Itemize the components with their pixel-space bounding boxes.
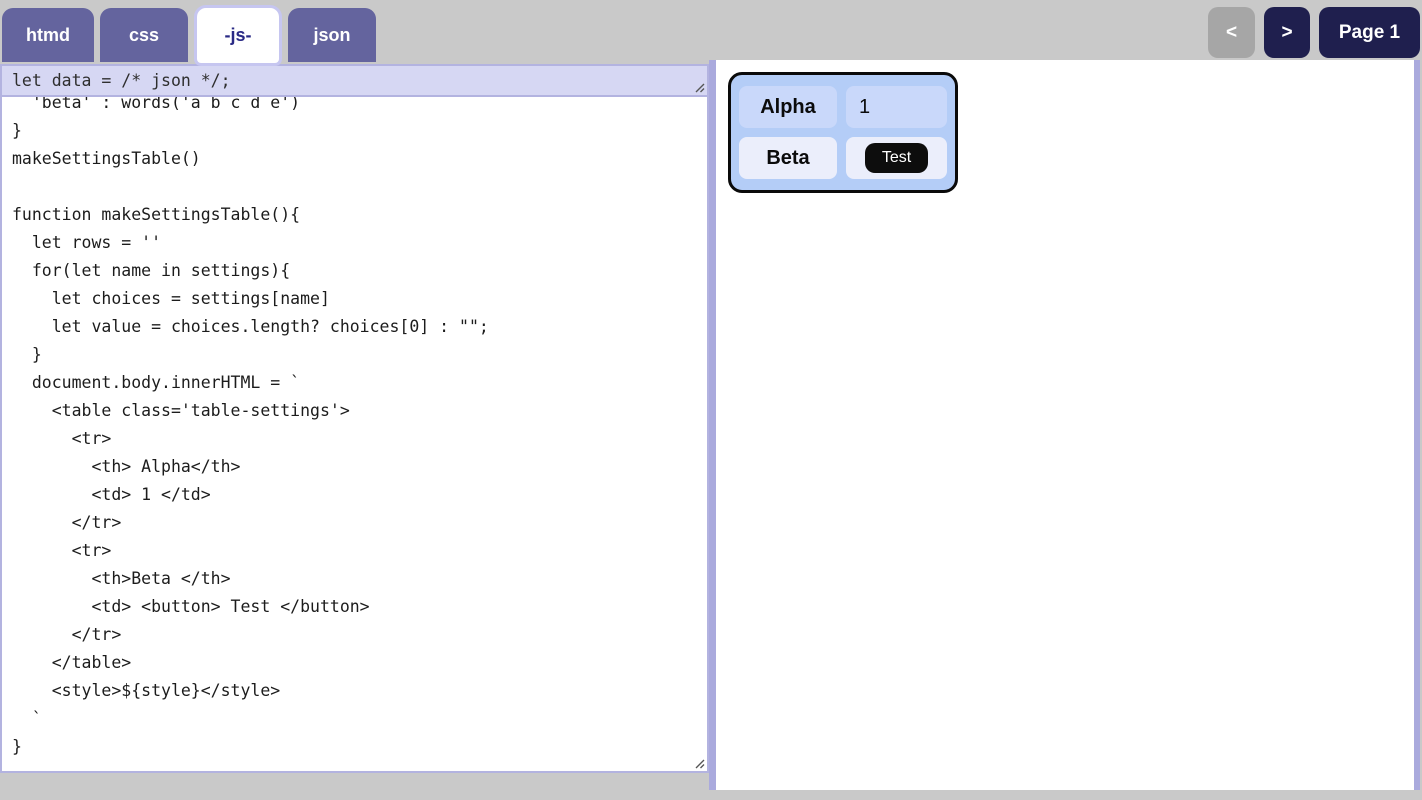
- settings-row-header: Beta: [739, 137, 837, 179]
- data-declaration-textarea[interactable]: let data = /* json */;: [0, 64, 709, 97]
- prev-page-button[interactable]: <: [1208, 7, 1255, 58]
- settings-row-value: Test: [846, 137, 947, 179]
- page-indicator-button[interactable]: Page 1: [1319, 7, 1420, 58]
- settings-table: Alpha 1 Beta Test: [728, 72, 958, 193]
- resize-grip-icon[interactable]: [694, 758, 705, 769]
- editor-tabbar: htmd css -js- json: [2, 5, 376, 66]
- editor-column: let data = /* json */; 'beta' : words('a…: [0, 64, 709, 773]
- tab-css[interactable]: css: [100, 8, 188, 62]
- js-code-textarea[interactable]: 'beta' : words('a b c d e') } makeSettin…: [0, 97, 709, 773]
- settings-row-value: 1: [846, 86, 947, 128]
- preview-pane: Alpha 1 Beta Test: [709, 60, 1420, 790]
- page-controls: < > Page 1: [1208, 7, 1420, 58]
- test-button[interactable]: Test: [864, 143, 929, 173]
- tab-js[interactable]: -js-: [194, 5, 282, 66]
- settings-row-header: Alpha: [739, 86, 837, 128]
- tab-htmd[interactable]: htmd: [2, 8, 94, 62]
- next-page-button[interactable]: >: [1264, 7, 1310, 58]
- data-declaration-text: let data = /* json */;: [12, 71, 231, 90]
- tab-json[interactable]: json: [288, 8, 376, 62]
- resize-grip-icon[interactable]: [694, 82, 705, 93]
- js-code-text: 'beta' : words('a b c d e') } makeSettin…: [12, 97, 489, 756]
